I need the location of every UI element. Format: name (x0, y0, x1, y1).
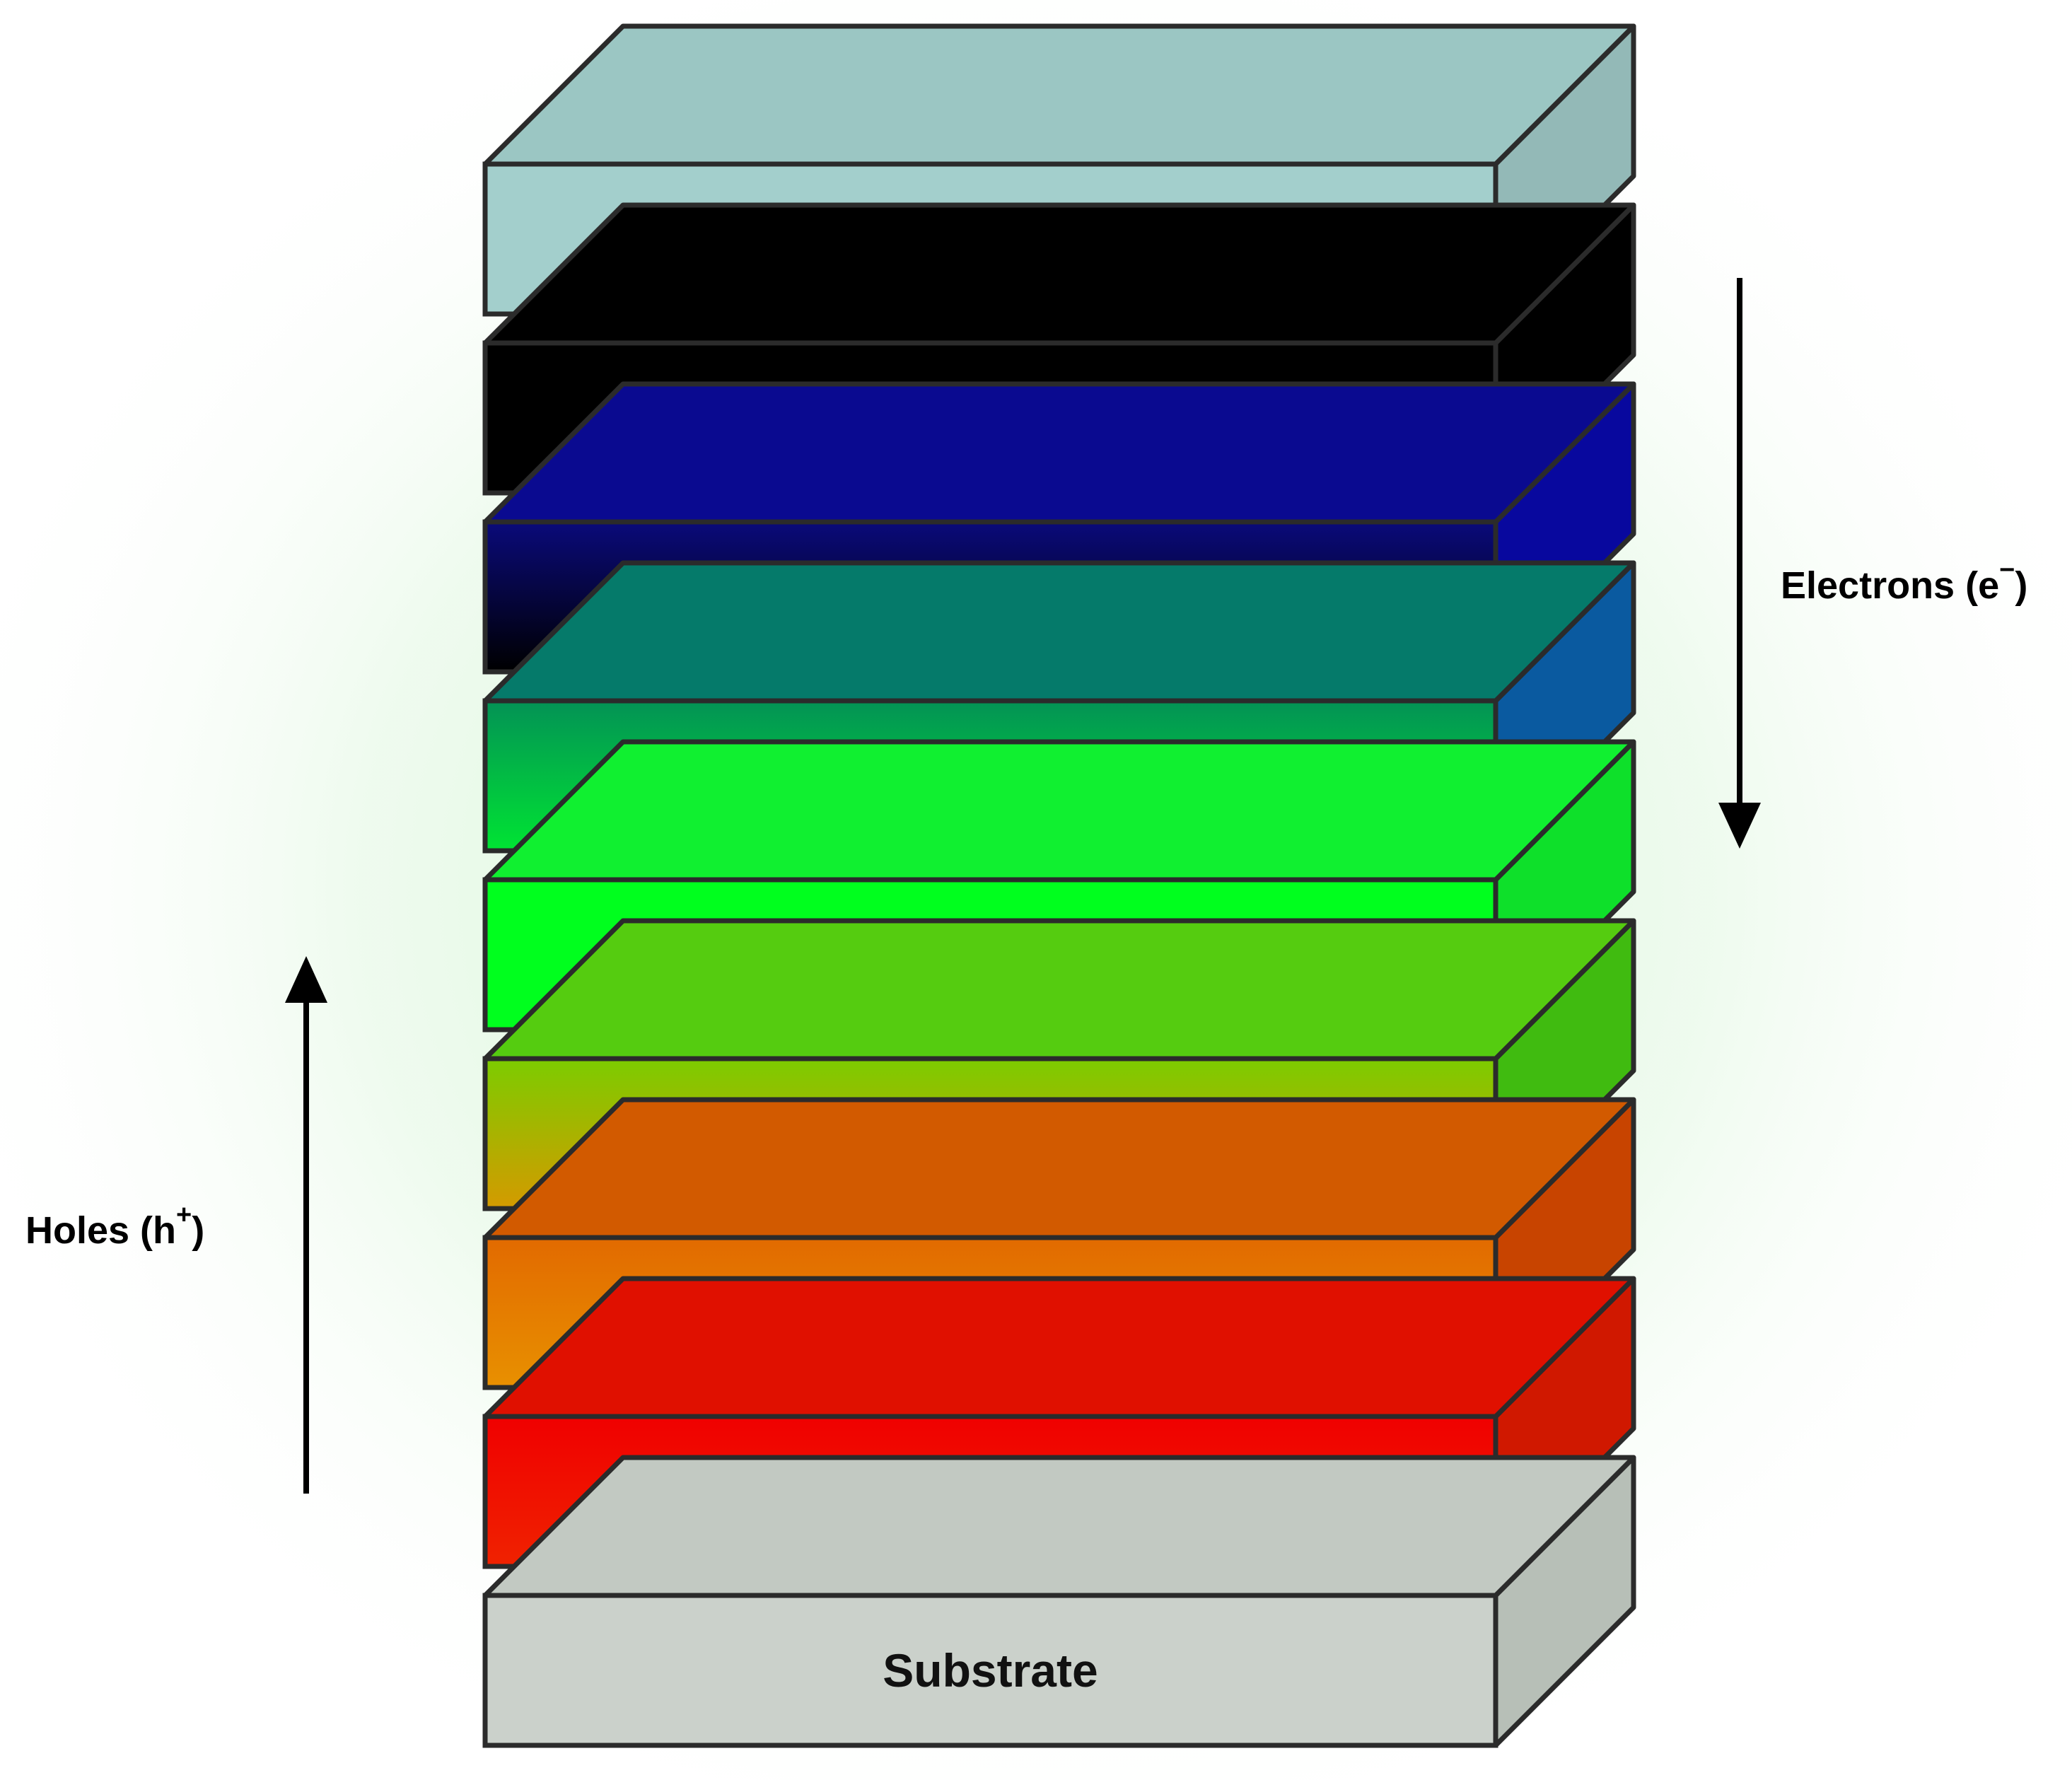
layer-hil-top-face (482, 1097, 1636, 1240)
layer-anode-top-face (482, 1276, 1636, 1419)
layer-eml-top-face (482, 739, 1636, 883)
layer-substrate-top-face (482, 1455, 1636, 1598)
electrons-label-close: ) (2015, 564, 2027, 607)
holes-label-main: Holes (h (25, 1209, 176, 1252)
electrons-label: Electrons (e−) (1781, 555, 2027, 607)
electrons-arrow (1718, 278, 1761, 849)
electrons-label-sup: − (1999, 555, 2015, 585)
electrons-arrow-head (1718, 803, 1761, 849)
layer-htl-top-face (482, 918, 1636, 1061)
holes-arrow (285, 956, 327, 1494)
layer-stack: EncapsulationCathodeElectron Injection L… (482, 23, 1636, 1748)
layer-eil-top-face (482, 381, 1636, 525)
layer-substrate-label: Substrate (883, 1644, 1098, 1697)
layer-encapsulation-top-face (482, 23, 1636, 167)
layer-cathode-top-face (482, 202, 1636, 346)
holes-arrow-head (285, 956, 327, 1003)
layer-substrate: Substrate (482, 1455, 1636, 1748)
layer-substrate-front-face (482, 1593, 1498, 1748)
electrons-label-main: Electrons (e (1781, 564, 1999, 607)
holes-label-sup: + (176, 1200, 192, 1230)
holes-label: Holes (h+) (25, 1200, 204, 1252)
layer-etl-top-face (482, 560, 1636, 704)
holes-label-close: ) (192, 1209, 204, 1252)
